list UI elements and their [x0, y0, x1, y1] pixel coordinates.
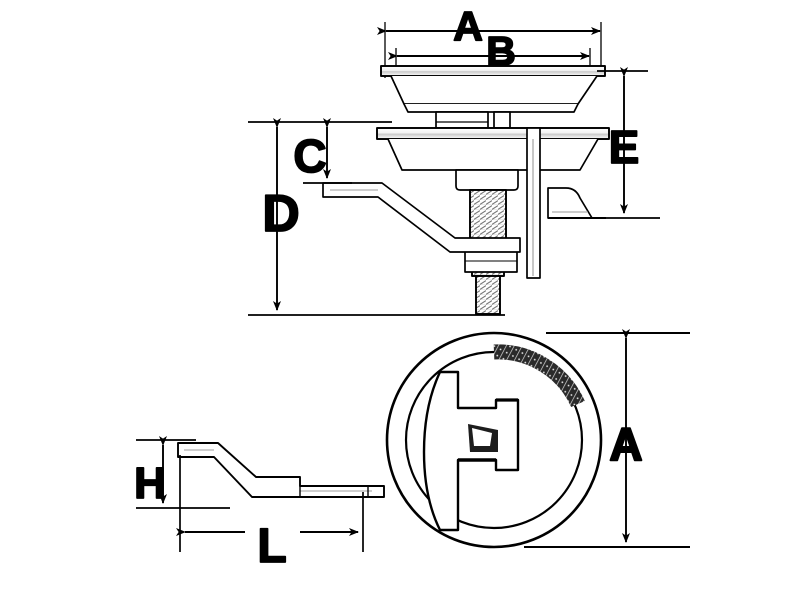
handle-body	[177, 442, 385, 498]
shaft-collar	[455, 169, 519, 191]
dimension-label-H: H	[134, 459, 166, 508]
dimension-C	[248, 118, 392, 184]
lock-nut	[464, 249, 518, 273]
dimension-label-A-top: A	[453, 3, 483, 49]
dimension-H	[136, 436, 230, 509]
spacer-boss	[435, 111, 511, 129]
standpipe	[526, 127, 541, 279]
lower-flange-plate	[376, 127, 610, 171]
dimension-label-A-right: A	[609, 418, 642, 470]
dimension-A-right	[524, 329, 690, 548]
view-side-section: A B	[248, 2, 660, 316]
dimension-L	[176, 455, 364, 552]
dimension-label-C: C	[293, 130, 326, 182]
dimension-D	[248, 118, 505, 316]
rim-shading	[493, 344, 585, 408]
crank-arm-side	[322, 182, 521, 253]
dimension-label-L: L	[257, 520, 286, 573]
view-top-plan: A	[385, 329, 690, 549]
upper-flange-plate	[380, 65, 606, 113]
dimension-E	[592, 67, 660, 219]
view-handle-detail: H L	[133, 436, 385, 574]
latch-bracket-plan	[422, 370, 520, 532]
dimension-label-D: D	[262, 185, 300, 243]
dimension-label-E: E	[609, 121, 640, 173]
